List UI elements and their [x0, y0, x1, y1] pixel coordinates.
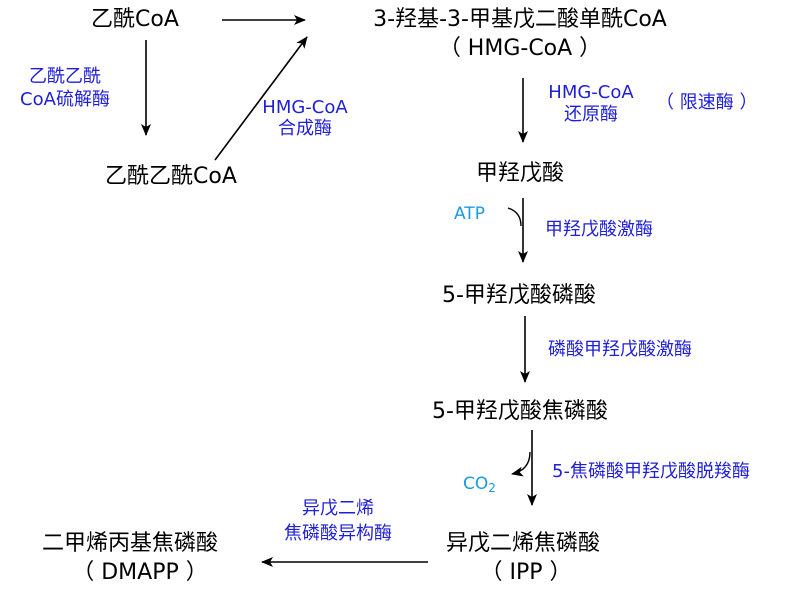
molecule-dmapp-abbr: （ DMAPP ）: [72, 560, 208, 585]
molecule-ipp-abbr: （ IPP ）: [480, 560, 572, 585]
molecule-mevalonate-5-pyrophosphate: 5-甲羟戊酸焦磷酸: [432, 399, 608, 424]
molecule-mevalonate-5-phosphate: 5-甲羟戊酸磷酸: [442, 283, 596, 308]
cofactor-atp: ATP: [454, 204, 485, 224]
atp-curve: [507, 207, 522, 227]
molecule-acetyl-coa: 乙酰CoA: [91, 7, 179, 32]
arrow-acetoacetylcoa-to-hmgcoa: [214, 36, 308, 161]
enzyme-idi-line1: 异戊二烯: [302, 498, 374, 519]
enzyme-phosphomevalonate-kinase: 磷酸甲羟戊酸激酶: [548, 339, 692, 360]
enzyme-mevalonate-pp-decarboxylase: 5-焦磷酸甲羟戊酸脱羧酶: [552, 461, 750, 482]
cofactor-co2: CO2: [463, 474, 496, 495]
co2-curve: [511, 451, 531, 477]
enzyme-hmgcr-line2: 还原酶: [564, 104, 618, 125]
enzyme-idi-line2: 焦磷酸异构酶: [284, 523, 392, 544]
molecule-hmg-coa-abbr: （ HMG-CoA ）: [438, 36, 602, 61]
enzyme-thiolase-line1: 乙酰乙酰: [29, 66, 101, 87]
molecule-acetoacetyl-coa: 乙酰乙酰CoA: [105, 164, 237, 189]
enzyme-hmgcr-note: （ 限速酶 ）: [656, 92, 758, 113]
enzyme-hmgcs-line2: 合成酶: [278, 118, 332, 139]
enzyme-mevalonate-kinase: 甲羟戊酸激酶: [545, 219, 653, 240]
enzyme-hmgcs-line1: HMG-CoA: [262, 97, 348, 118]
enzyme-thiolase-line2: CoA硫解酶: [20, 89, 110, 110]
cofactor-co2-subscript: 2: [488, 481, 496, 495]
molecule-ipp-name: 异戊二烯焦磷酸: [446, 531, 601, 556]
molecule-dmapp-name: 二甲烯丙基焦磷酸: [42, 531, 219, 556]
enzyme-hmgcr-line1: HMG-CoA: [548, 82, 634, 103]
molecule-mevalonate: 甲羟戊酸: [476, 161, 565, 186]
cofactor-co2-base: CO: [463, 474, 489, 494]
molecule-hmg-coa-name: 3-羟基-3-甲基戊二酸单酰CoA: [373, 7, 667, 32]
